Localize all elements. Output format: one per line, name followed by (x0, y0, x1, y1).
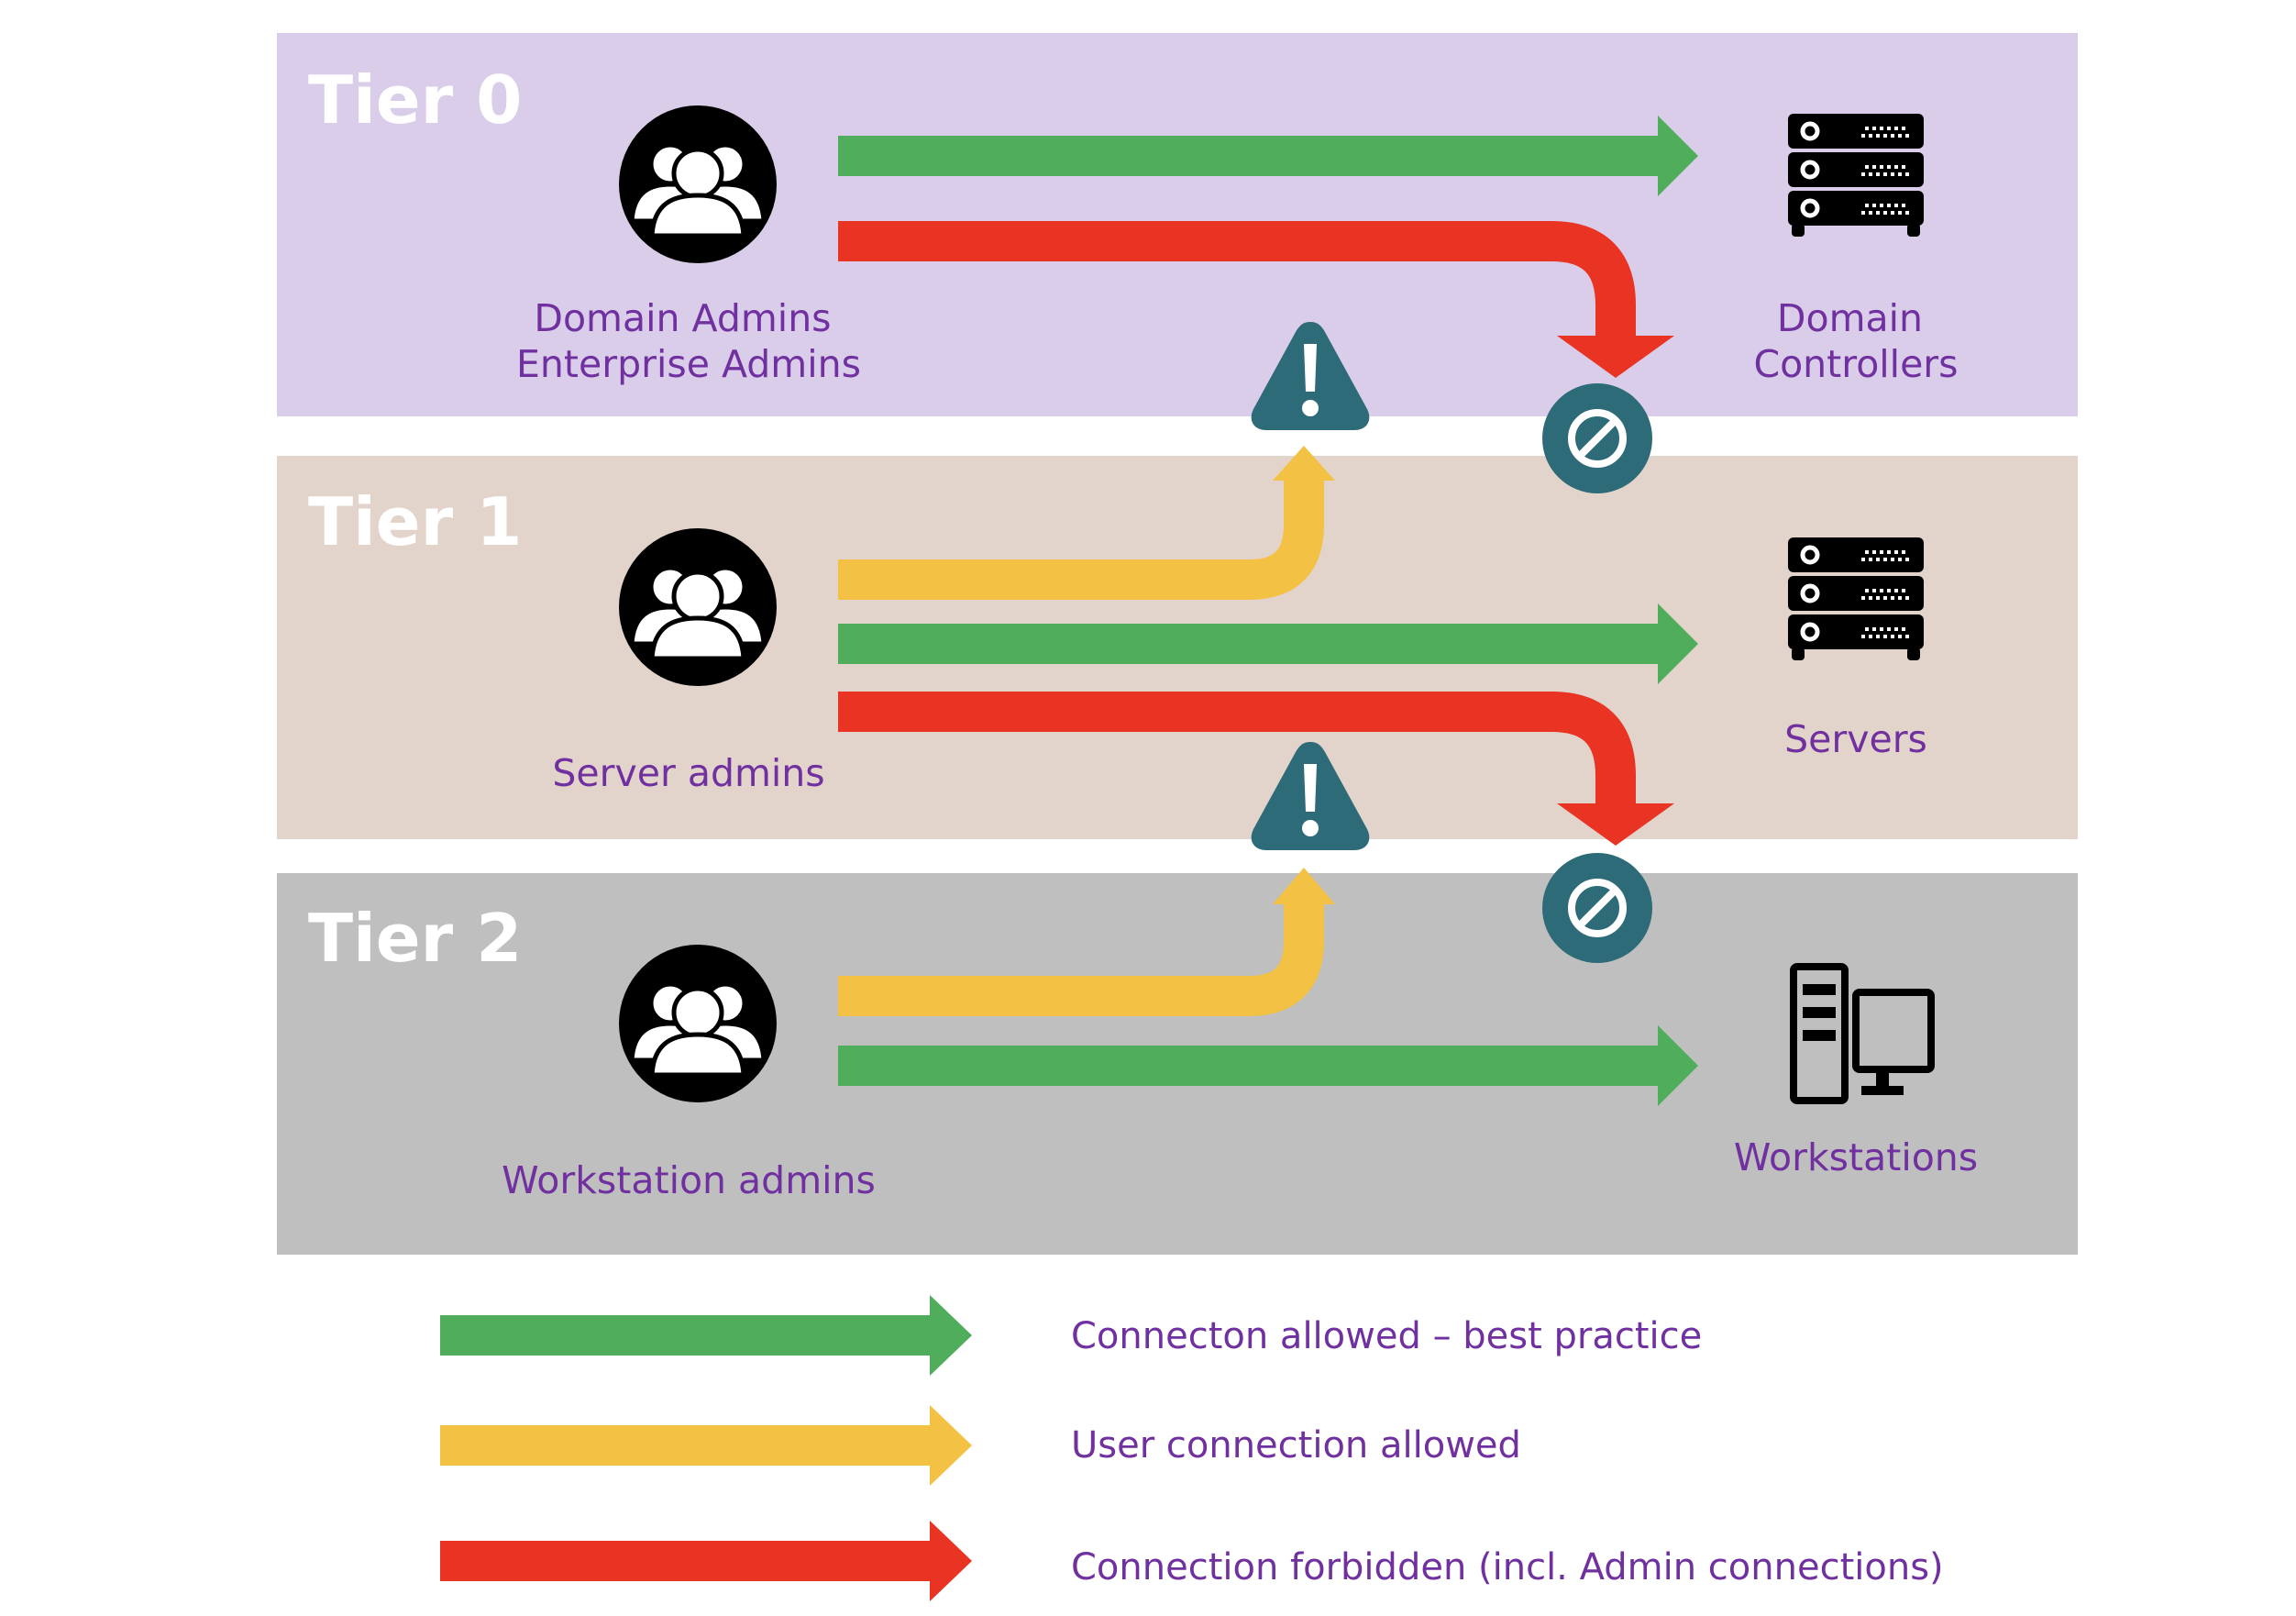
users-group-icon (619, 105, 777, 263)
tier-1-admins-label: Server admins (552, 751, 824, 795)
no-entry-icon (1542, 853, 1652, 963)
legend-label-allowed: Connecton allowed – best practice (1071, 1315, 1702, 1357)
tier-1-targets-label: Servers (1784, 717, 1927, 761)
tier-0-admins-label: Domain Admins Enterprise Admins (516, 296, 861, 386)
legend-label-user-allowed: User connection allowed (1071, 1424, 1521, 1467)
tier-0-allowed-arrow (838, 116, 1698, 196)
workstation-icon (1790, 963, 1935, 1104)
legend-swatch-allowed (440, 1315, 933, 1356)
legend: Connecton allowed – best practice User c… (440, 1295, 1944, 1601)
users-group-icon (619, 945, 777, 1102)
tier-0-band: Tier 0 Domain Admins Enterprise Admins D… (277, 33, 2078, 416)
tier-0-forbidden-arrow (838, 221, 1674, 378)
tier-2-user-arrow (838, 868, 1335, 1016)
legend-label-forbidden: Connection forbidden (incl. Admin connec… (1071, 1546, 1944, 1588)
tier-1-allowed-arrow (838, 603, 1698, 684)
legend-item-user-allowed: User connection allowed (440, 1405, 1521, 1486)
tier-0-targets-line-1: Domain (1777, 296, 1923, 340)
legend-swatch-forbidden (440, 1541, 933, 1581)
tier-2-allowed-arrow (838, 1025, 1698, 1106)
tier-1-forbidden-arrow (838, 692, 1674, 846)
tier-1-title: Tier 1 (308, 483, 522, 560)
tier-2-targets-label: Workstations (1734, 1135, 1978, 1179)
tier-0-targets-label: Domain Controllers (1753, 296, 1958, 386)
tier-0-admins-line-2: Enterprise Admins (516, 342, 861, 386)
tier-2-title: Tier 2 (308, 900, 522, 977)
tier-2-admins-label: Workstation admins (502, 1158, 876, 1202)
legend-item-allowed: Connecton allowed – best practice (440, 1295, 1702, 1376)
tier-0-targets-line-2: Controllers (1753, 342, 1958, 386)
no-entry-icon (1542, 383, 1652, 493)
server-rack-icon (1788, 537, 1924, 660)
legend-item-forbidden: Connection forbidden (incl. Admin connec… (440, 1521, 1944, 1601)
tier-0-admins-line-1: Domain Admins (534, 296, 831, 340)
server-rack-icon (1788, 114, 1924, 237)
tier-1-user-arrow (838, 446, 1335, 600)
tier-0-title: Tier 0 (308, 61, 522, 138)
legend-swatch-user-allowed (440, 1425, 933, 1466)
users-group-icon (619, 528, 777, 686)
tier-2-band: Tier 2 Workstation admins Workstations (277, 873, 2078, 1255)
